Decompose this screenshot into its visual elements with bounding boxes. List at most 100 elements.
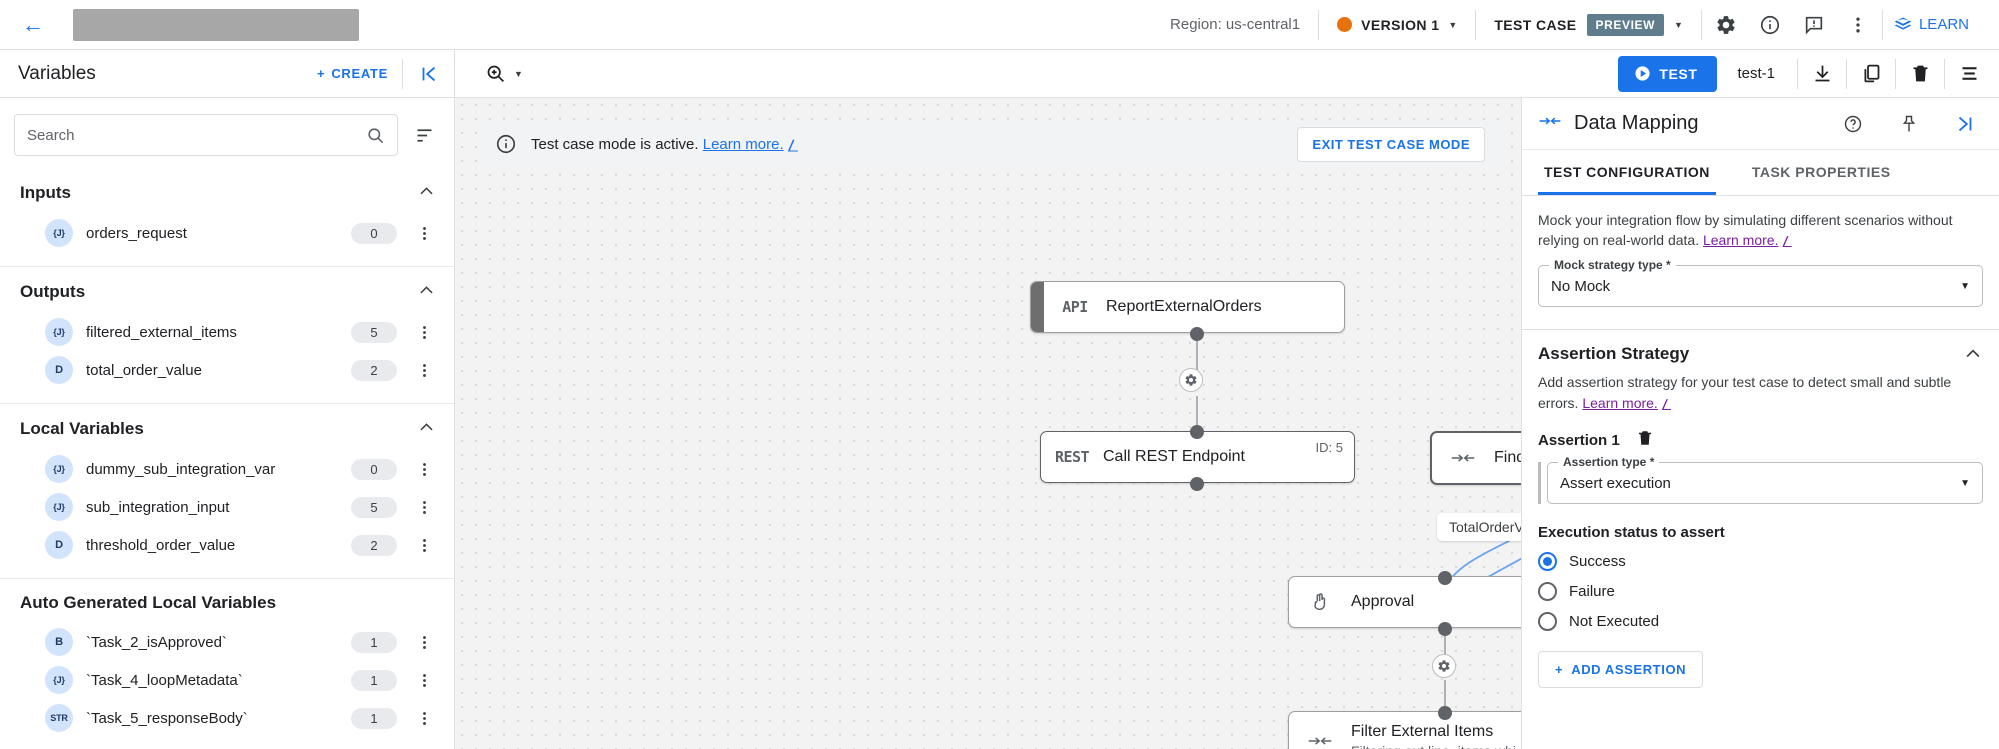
mapping-icon bbox=[1432, 449, 1494, 467]
test-case-label: TEST CASE bbox=[1494, 16, 1577, 33]
radio-failure-indicator[interactable] bbox=[1538, 582, 1557, 602]
variable-name: sub_integration_input bbox=[86, 498, 230, 516]
radio-failure-label: Failure bbox=[1569, 583, 1615, 601]
more-vert-icon[interactable] bbox=[410, 499, 438, 516]
more-vert-icon[interactable] bbox=[410, 710, 438, 727]
banner-text-row: Test case mode is active. Learn more. ⎳ bbox=[531, 136, 1283, 153]
back-arrow-icon[interactable]: ← bbox=[22, 11, 44, 37]
more-vert-icon[interactable] bbox=[410, 225, 438, 242]
search-box[interactable] bbox=[14, 114, 398, 156]
list-icon[interactable] bbox=[1947, 52, 1991, 96]
node-filter-external-items[interactable]: Filter External Items Filtering out line… bbox=[1288, 711, 1521, 749]
assertion-learn-more-link[interactable]: Learn more. bbox=[1582, 394, 1658, 411]
node-report-external-orders[interactable]: API ReportExternalOrders bbox=[1030, 281, 1345, 333]
search-icon bbox=[368, 127, 384, 143]
radio-option-not-executed[interactable]: Not Executed bbox=[1538, 612, 1983, 632]
delete-icon[interactable] bbox=[1636, 429, 1654, 452]
more-vert-icon[interactable] bbox=[1836, 3, 1880, 47]
add-assertion-button[interactable]: + ADD ASSERTION bbox=[1538, 651, 1704, 689]
radio-option-failure[interactable]: Failure bbox=[1538, 582, 1983, 602]
pin-icon[interactable] bbox=[1887, 102, 1931, 146]
test-mode-banner: Test case mode is active. Learn more. ⎳ … bbox=[477, 120, 1499, 168]
assertion-type-select[interactable]: Assertion type * Assert execution ▼ bbox=[1547, 455, 1983, 505]
chevron-up-icon bbox=[417, 182, 436, 204]
node-call-rest-endpoint[interactable]: REST Call REST Endpoint ID: 5 bbox=[1040, 431, 1355, 483]
banner-learn-more-link[interactable]: Learn more. bbox=[702, 135, 784, 153]
test-button-label: TEST bbox=[1659, 65, 1698, 82]
more-vert-icon[interactable] bbox=[410, 672, 438, 689]
radio-option-success[interactable]: Success bbox=[1538, 552, 1983, 572]
section-header-local-variables[interactable]: Local Variables bbox=[0, 404, 454, 450]
edge-gear-icon[interactable] bbox=[1179, 368, 1203, 392]
rest-icon: REST bbox=[1054, 448, 1090, 466]
variables-panel-title: Variables bbox=[18, 62, 96, 84]
delete-icon[interactable] bbox=[1898, 52, 1942, 96]
edge-gear-icon[interactable] bbox=[1432, 654, 1456, 678]
assertion-description: Add assertion strategy for your test cas… bbox=[1538, 374, 1952, 411]
mock-description-row: Mock your integration flow by simulating… bbox=[1538, 210, 1983, 251]
radio-success-indicator[interactable] bbox=[1538, 552, 1557, 572]
section-title: Auto Generated Local Variables bbox=[20, 593, 277, 612]
more-vert-icon[interactable] bbox=[410, 634, 438, 651]
search-input[interactable] bbox=[27, 126, 358, 144]
variable-row[interactable]: STR`Task_5_responseBody`1 bbox=[0, 699, 454, 737]
exit-test-case-mode-button[interactable]: EXIT TEST CASE MODE bbox=[1297, 126, 1485, 162]
section-header-outputs[interactable]: Outputs bbox=[0, 267, 454, 313]
version-selector[interactable]: VERSION 1 ▼ bbox=[1321, 17, 1473, 33]
tab-task-properties[interactable]: TASK PROPERTIES bbox=[1751, 164, 1891, 180]
section-header-auto-generated-local-variables[interactable]: Auto Generated Local Variables bbox=[0, 579, 454, 623]
data-mapping-panel: Data Mapping TEST CONFIGURATION TASK PRO… bbox=[1521, 98, 1999, 749]
chevron-down-icon: ▼ bbox=[514, 68, 523, 79]
node-approval[interactable]: Approval ID: 2 bbox=[1288, 576, 1521, 628]
feedback-icon[interactable] bbox=[1792, 3, 1836, 47]
help-icon[interactable] bbox=[1831, 102, 1875, 146]
sort-icon[interactable] bbox=[408, 119, 440, 151]
more-vert-icon[interactable] bbox=[410, 461, 438, 478]
test-button[interactable]: TEST bbox=[1618, 55, 1718, 92]
section-header-inputs[interactable]: Inputs bbox=[0, 168, 454, 214]
variable-row[interactable]: {J}`Task_4_loopMetadata`1 bbox=[0, 661, 454, 699]
flow-canvas[interactable]: Test case mode is active. Learn more. ⎳ … bbox=[455, 98, 1521, 749]
download-icon[interactable] bbox=[1800, 52, 1844, 96]
more-vert-icon[interactable] bbox=[410, 362, 438, 379]
node-title: ReportExternalOrders bbox=[1106, 298, 1262, 315]
divider bbox=[1895, 58, 1896, 89]
copy-icon[interactable] bbox=[1849, 52, 1893, 96]
variable-type-badge: STR bbox=[45, 704, 73, 732]
variable-type-badge: {J} bbox=[45, 219, 73, 247]
gear-icon[interactable] bbox=[1704, 3, 1748, 47]
node-body: Filter External Items Filtering out line… bbox=[1351, 723, 1521, 749]
tab-test-configuration[interactable]: TEST CONFIGURATION bbox=[1538, 150, 1716, 195]
test-case-selector[interactable]: TEST CASE PREVIEW ▼ bbox=[1478, 13, 1699, 36]
mock-strategy-type-select[interactable]: Mock strategy type * No Mock ▼ bbox=[1538, 258, 1983, 308]
collapse-right-icon[interactable] bbox=[1943, 102, 1987, 146]
more-vert-icon[interactable] bbox=[410, 324, 438, 341]
execution-status-title: Execution status to assert bbox=[1538, 524, 1725, 542]
node-find-total-order-price[interactable]: Find Total Order Price ID: 1 bbox=[1430, 431, 1521, 485]
assertion-strategy-header[interactable]: Assertion Strategy bbox=[1522, 330, 1999, 370]
info-icon[interactable] bbox=[1748, 3, 1792, 47]
divider bbox=[1797, 58, 1798, 89]
create-variable-button[interactable]: + CREATE bbox=[303, 66, 402, 81]
radio-not-executed-indicator[interactable] bbox=[1538, 612, 1557, 632]
learn-button[interactable]: LEARN bbox=[1885, 15, 1981, 35]
edge-condition-label[interactable]: TotalOrderValue Above … bbox=[1437, 513, 1521, 541]
zoom-control[interactable]: ▼ bbox=[477, 59, 531, 88]
variable-row[interactable]: B`Task_2_isApproved`1 bbox=[0, 623, 454, 661]
mock-learn-more-link[interactable]: Learn more. bbox=[1702, 232, 1779, 249]
learn-icon bbox=[1894, 17, 1912, 30]
variable-name: dummy_sub_integration_var bbox=[86, 460, 276, 478]
variables-toolbar: Variables + CREATE bbox=[0, 50, 455, 97]
variable-name: threshold_order_value bbox=[86, 536, 236, 554]
more-vert-icon[interactable] bbox=[410, 537, 438, 554]
collapse-left-icon[interactable] bbox=[402, 58, 454, 89]
